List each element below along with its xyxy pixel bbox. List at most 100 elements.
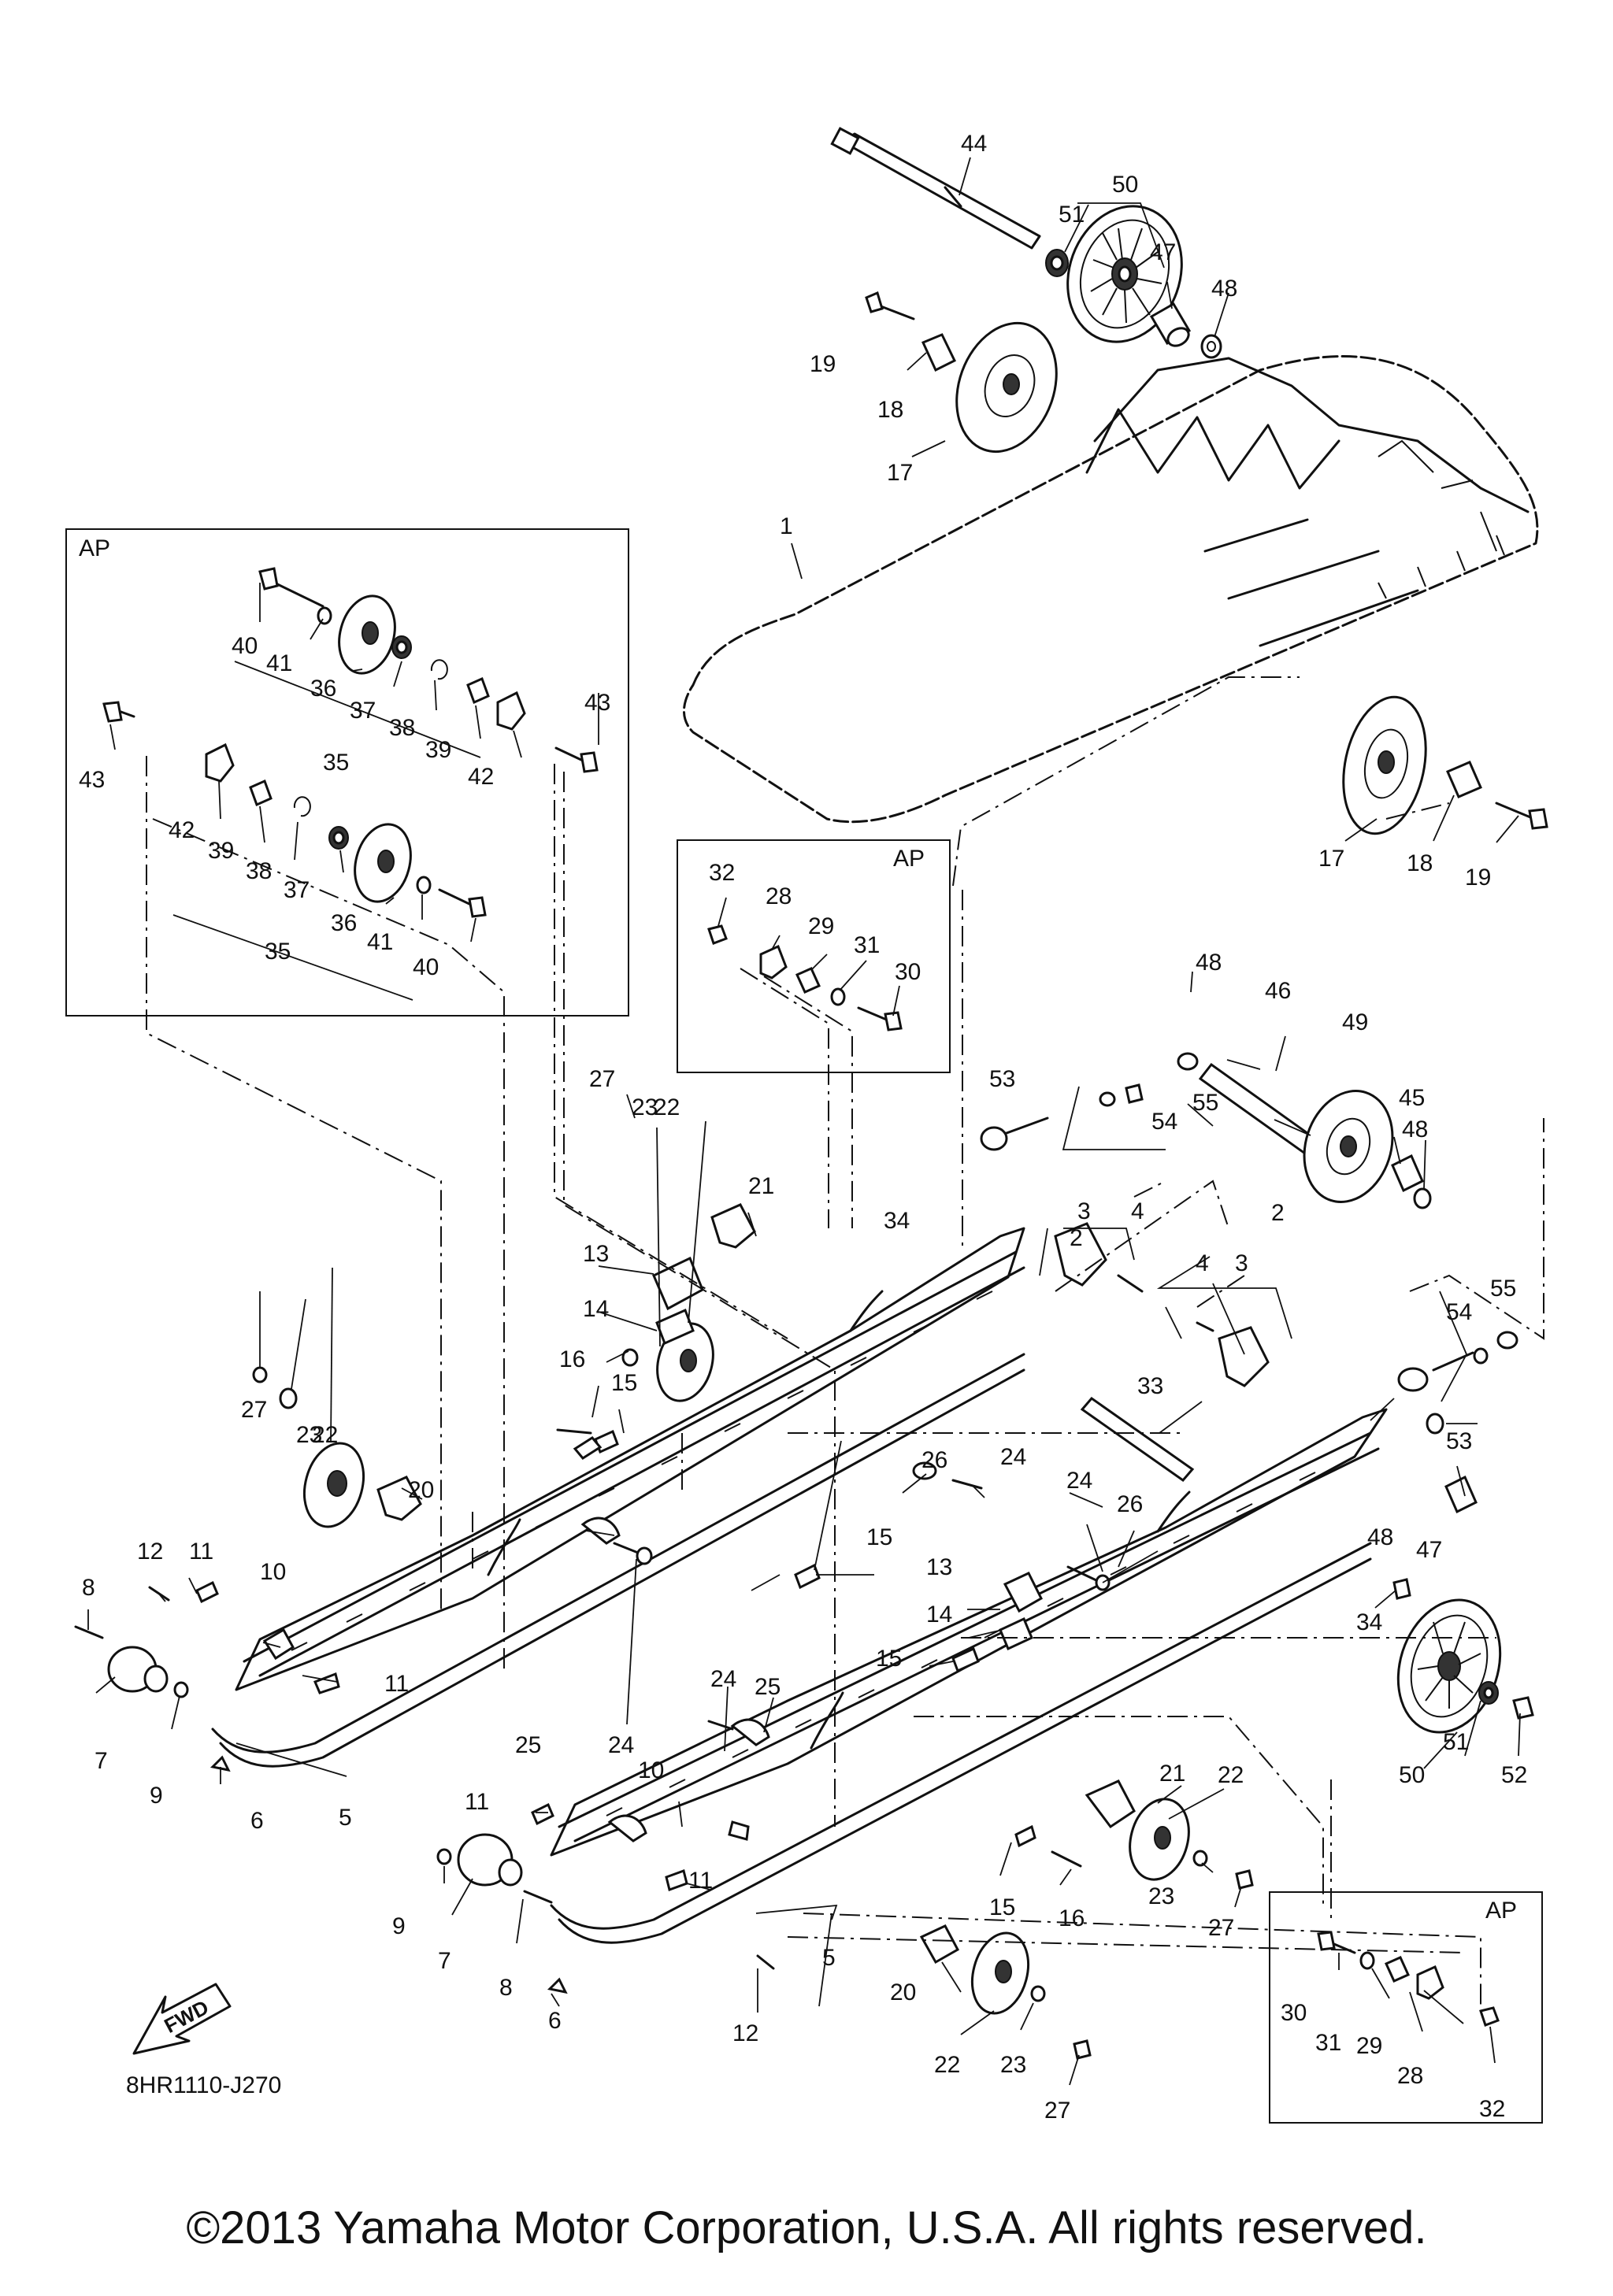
cross-shaft-33 — [1080, 1396, 1195, 1483]
callout-19: 19 — [810, 351, 836, 377]
callout-8: 8 — [82, 1575, 95, 1601]
callout-48: 48 — [1402, 1117, 1428, 1142]
callout-53: 53 — [989, 1066, 1015, 1092]
callout-24: 24 — [1000, 1444, 1026, 1470]
callout-10: 10 — [638, 1757, 664, 1783]
callout-40: 40 — [232, 633, 258, 659]
callout-24: 24 — [608, 1732, 634, 1758]
callout-17: 17 — [1318, 846, 1344, 872]
ap-middle-parts — [707, 924, 903, 1031]
callout-55: 55 — [1192, 1090, 1218, 1116]
callout-27: 27 — [241, 1397, 267, 1423]
callout-41: 41 — [266, 650, 292, 676]
callout-28: 28 — [766, 883, 792, 909]
callout-25: 25 — [515, 1732, 541, 1758]
drawing-code: 8HR1110-J270 — [126, 2072, 281, 2098]
callout-45: 45 — [1399, 1085, 1425, 1111]
callout-29: 29 — [808, 913, 834, 939]
ap-box-middle: AP — [677, 839, 951, 1073]
callout-15: 15 — [876, 1646, 902, 1672]
left-rail-components — [74, 1203, 983, 1772]
callout-3: 3 — [1077, 1198, 1091, 1224]
callout-5: 5 — [339, 1805, 352, 1831]
callout-38: 38 — [389, 715, 415, 741]
callout-51: 51 — [1059, 202, 1085, 228]
callout-27: 27 — [1044, 2098, 1070, 2124]
callout-33: 33 — [1137, 1373, 1163, 1399]
leader-lines — [87, 157, 1521, 2086]
callout-7: 7 — [95, 1748, 108, 1774]
right-slide-rail — [550, 1408, 1388, 1944]
callout-32: 32 — [709, 860, 735, 886]
callout-1: 1 — [780, 513, 793, 539]
callout-36: 36 — [331, 910, 357, 936]
callout-30: 30 — [1281, 2000, 1307, 2026]
callout-11: 11 — [465, 1789, 489, 1815]
callout-46: 46 — [1265, 978, 1291, 1004]
callout-39: 39 — [208, 838, 234, 864]
callout-25: 25 — [755, 1674, 781, 1700]
callout-14: 14 — [583, 1296, 609, 1322]
callout-21: 21 — [748, 1173, 774, 1199]
callout-23: 23 — [1148, 1883, 1174, 1909]
assembly-lines — [146, 676, 1544, 2009]
callout-3: 3 — [1235, 1250, 1248, 1276]
callout-12: 12 — [137, 1539, 163, 1565]
callout-48: 48 — [1367, 1524, 1393, 1550]
callout-36: 36 — [310, 676, 336, 702]
callout-15: 15 — [611, 1370, 637, 1396]
callout-5: 5 — [822, 1945, 836, 1971]
callout-31: 31 — [1315, 2030, 1341, 2056]
callout-23: 23 — [296, 1422, 322, 1448]
copyright-notice: ©2013 Yamaha Motor Corporation, U.S.A. A… — [186, 2202, 1427, 2253]
callout-32: 32 — [1479, 2096, 1505, 2122]
callout-41: 41 — [367, 929, 393, 955]
upper-idler-group — [830, 127, 1222, 454]
left-slide-rail — [211, 1227, 1025, 1768]
callout-47: 47 — [1150, 239, 1176, 265]
right-rail-components — [436, 1565, 1254, 2060]
callout-19: 19 — [1465, 865, 1491, 891]
callout-17: 17 — [887, 460, 913, 486]
forward-arrow-icon: FWD — [132, 1983, 232, 2055]
callout-47: 47 — [1416, 1537, 1442, 1563]
callout-40: 40 — [413, 954, 439, 980]
callout-23: 23 — [632, 1094, 658, 1120]
ap-box-left-tag: AP — [79, 535, 110, 561]
callout-22: 22 — [1218, 1762, 1244, 1788]
callout-53: 53 — [1446, 1428, 1472, 1454]
callout-50: 50 — [1399, 1762, 1425, 1788]
callout-55: 55 — [1490, 1276, 1516, 1302]
ap-right-parts — [1317, 1931, 1500, 2027]
callout-2: 2 — [1070, 1225, 1083, 1251]
callout-52: 52 — [1501, 1762, 1527, 1788]
callout-11: 11 — [688, 1868, 713, 1894]
callout-31: 31 — [854, 932, 880, 958]
rear-axle-group — [980, 1052, 1432, 1209]
callout-12: 12 — [732, 2020, 758, 2046]
callout-54: 54 — [1151, 1109, 1177, 1135]
callout-24: 24 — [710, 1666, 736, 1692]
callout-28: 28 — [1397, 2063, 1423, 2089]
rear-lower-wheel-group — [1392, 1413, 1534, 1734]
callout-22: 22 — [654, 1094, 680, 1120]
callout-50: 50 — [1112, 172, 1138, 198]
callout-16: 16 — [559, 1346, 585, 1372]
callout-30: 30 — [895, 959, 921, 985]
callout-51: 51 — [1443, 1729, 1469, 1755]
callout-11: 11 — [384, 1671, 409, 1697]
callout-43: 43 — [79, 767, 105, 793]
callout-37: 37 — [350, 698, 376, 724]
callout-20: 20 — [408, 1477, 434, 1503]
ap-box-middle-tag: AP — [893, 846, 925, 872]
right-idler-group — [1342, 695, 1548, 835]
callout-9: 9 — [392, 1913, 406, 1939]
callout-7: 7 — [438, 1948, 451, 1974]
callout-21: 21 — [1159, 1761, 1185, 1787]
callouts: 1 2 2 3 3 4 4 5 5 6 6 7 7 8 8 9 9 10 10 … — [79, 131, 1527, 2124]
callout-26: 26 — [921, 1447, 947, 1473]
callout-2: 2 — [1271, 1200, 1285, 1226]
callout-20: 20 — [890, 1979, 916, 2005]
callout-22: 22 — [312, 1422, 338, 1448]
callout-13: 13 — [583, 1241, 609, 1267]
